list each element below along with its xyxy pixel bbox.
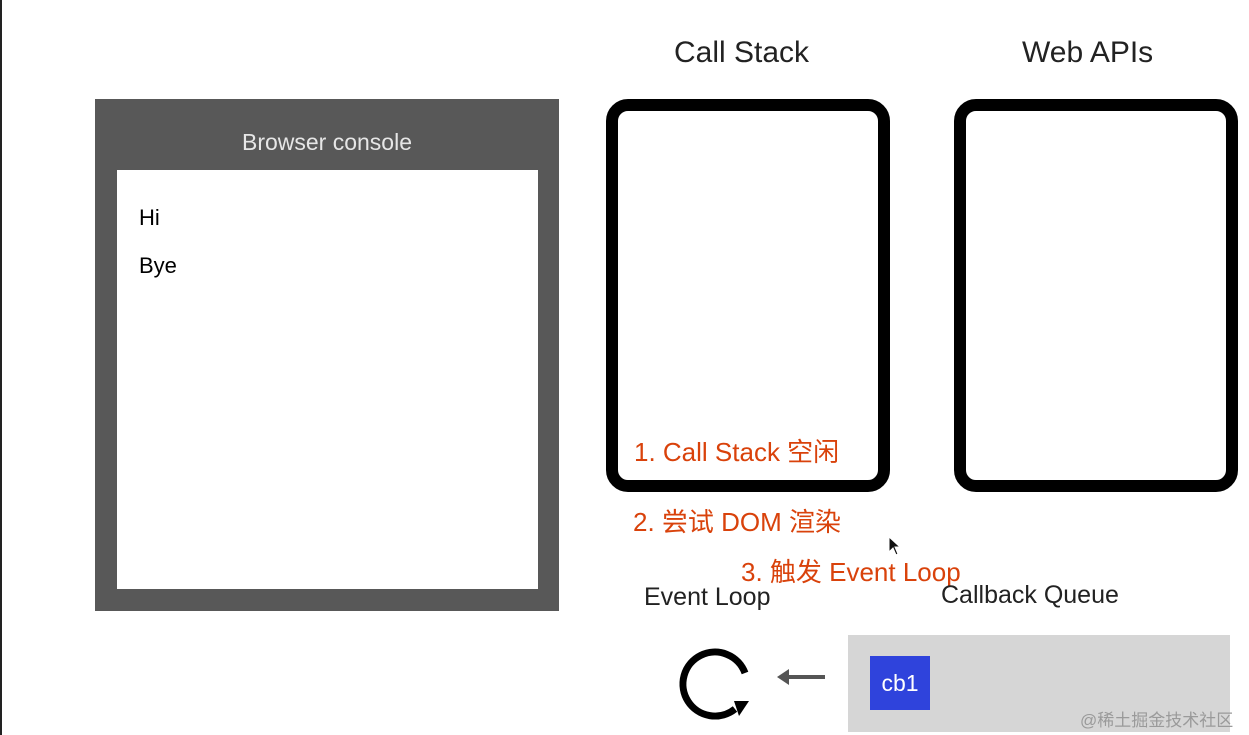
loop-icon xyxy=(679,648,749,720)
callback-queue: cb1 xyxy=(848,635,1230,732)
console-body: Hi Bye xyxy=(117,170,538,589)
web-apis-box xyxy=(954,99,1238,492)
call-stack-heading: Call Stack xyxy=(674,36,810,69)
left-edge-line xyxy=(0,0,2,735)
event-loop-label: Event Loop xyxy=(644,583,771,611)
call-stack-box xyxy=(606,99,890,492)
callback-queue-label: Callback Queue xyxy=(941,581,1119,609)
web-apis-heading: Web APIs xyxy=(1022,36,1154,69)
queue-item-cb1: cb1 xyxy=(870,656,930,710)
mouse-cursor-icon xyxy=(888,536,902,556)
console-line: Bye xyxy=(139,253,177,278)
watermark: @稀土掘金技术社区 xyxy=(1080,711,1234,730)
annotation-step-1: 1. Call Stack 空闲 xyxy=(634,437,840,467)
arrow-left-icon xyxy=(777,669,825,685)
annotation-step-3: 3. 触发 Event Loop xyxy=(741,557,961,587)
browser-console: Browser console Hi Bye xyxy=(95,99,559,611)
annotation-step-2: 2. 尝试 DOM 渲染 xyxy=(633,507,842,537)
console-line: Hi xyxy=(139,205,160,230)
console-title: Browser console xyxy=(241,129,413,155)
